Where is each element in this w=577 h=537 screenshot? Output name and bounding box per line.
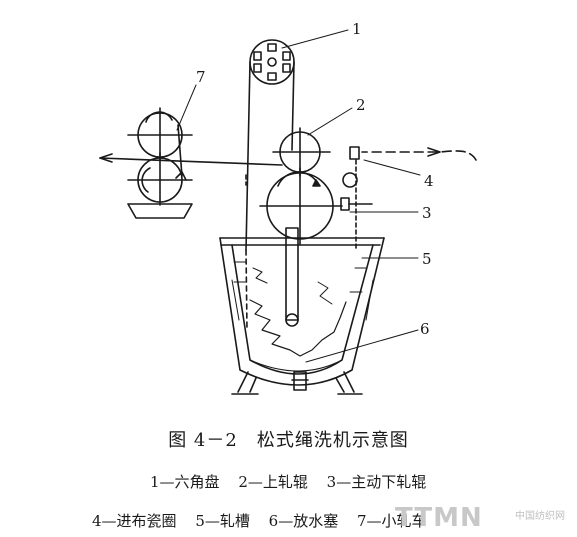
part-label-1: 1	[352, 20, 362, 38]
watermark-text: TTMN	[395, 503, 483, 533]
legend-item: 7—小轧车	[356, 512, 427, 530]
part-label-7: 7	[196, 68, 206, 86]
legend-item: 2—上轧辊	[238, 473, 308, 491]
rope-washer-diagram: 1 2 4 3 5 6 7	[99, 20, 477, 395]
feeding-porcelain-ring-icon	[340, 146, 373, 211]
outgoing-fabric-line	[99, 124, 283, 181]
part-label-3: 3	[422, 204, 432, 222]
legend-row-2: 4—进布瓷圈 5—轧槽 6—放水塞 7—小轧车	[92, 510, 441, 531]
legend-item: 4—进布瓷圈	[92, 512, 177, 530]
legend-item: 6—放水塞	[268, 512, 339, 530]
incoming-fabric-line	[361, 147, 477, 161]
upper-squeeze-roller-icon	[272, 127, 331, 177]
watermark-logo: TTMN 中国纺织网	[395, 503, 565, 533]
rope-path	[245, 61, 357, 331]
part-label-6: 6	[420, 320, 430, 338]
legend-item: 3—主动下轧辊	[326, 473, 427, 491]
part-label-2: 2	[356, 96, 366, 114]
watermark-subtext: 中国纺织网	[515, 511, 565, 522]
legend-row-1: 1—六角盘 2—上轧辊 3—主动下轧辊	[150, 471, 440, 492]
legend-item: 1—六角盘	[150, 473, 220, 491]
part-label-5: 5	[422, 250, 432, 268]
squeezing-tank-icon	[219, 227, 385, 395]
legend-item: 5—轧槽	[195, 512, 250, 530]
leader-lines	[176, 29, 421, 363]
figure-caption: 图 4－2 松式绳洗机示意图	[168, 430, 409, 451]
small-squeezer-icon	[127, 107, 193, 219]
part-label-4: 4	[424, 172, 434, 190]
drain-plug-icon	[291, 371, 309, 391]
driving-lower-roller-icon	[259, 167, 343, 245]
